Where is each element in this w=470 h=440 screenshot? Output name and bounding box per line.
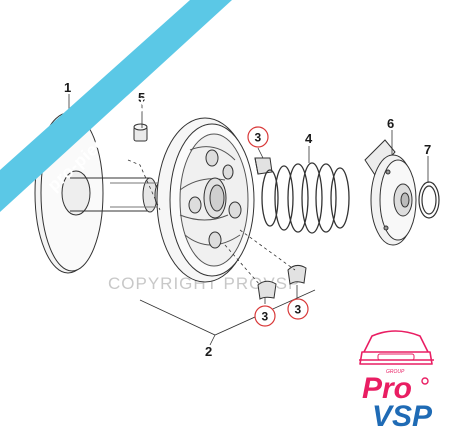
part-7-circlip	[419, 182, 439, 218]
watermark-text: COPYRIGHT PROVSP	[108, 274, 300, 293]
logo-line1: Pro	[362, 372, 412, 405]
logo-line2: VSP	[372, 400, 433, 433]
callout-7-text: 7	[424, 142, 431, 157]
callout-2: 2	[205, 344, 212, 359]
part-5-bushing	[134, 124, 147, 141]
callout-6: 6	[387, 116, 394, 131]
callout-3-top-text: 3	[255, 131, 262, 145]
part-3-slider-top	[255, 158, 272, 174]
car-outline-icon	[359, 330, 434, 365]
banner-stripe	[0, 0, 232, 212]
copyright-watermark: COPYRIGHT PROVSP	[108, 274, 300, 293]
leader-lines	[68, 94, 429, 346]
callout-3-bottom-right-text: 3	[295, 303, 302, 317]
callout-5: 5	[138, 90, 145, 105]
registered-mark	[421, 377, 429, 385]
callout-ring	[247, 126, 269, 148]
part-2-variator-assembly	[157, 118, 254, 282]
callout-6-text: 6	[387, 116, 394, 131]
callout-3-bottom-left: 3	[254, 305, 276, 327]
provsp-logo: GROUP Pro VSP	[359, 330, 434, 433]
callout-ring	[287, 298, 309, 320]
callout-3-bottom-left-text: 3	[262, 310, 269, 324]
part-3-slider-bottom-left	[258, 281, 276, 299]
callout-5-text: 5	[138, 90, 145, 105]
part-4-spring	[262, 163, 349, 233]
callout-1-text: 1	[64, 80, 71, 95]
callout-4: 4	[305, 131, 313, 146]
logo-group-text: GROUP	[386, 369, 405, 375]
callout-2-text: 2	[205, 344, 212, 359]
callout-7: 7	[424, 142, 431, 157]
part-3-slider-bottom-right	[288, 265, 306, 284]
part-6-rear-plate	[365, 140, 416, 245]
callout-3-top: 3	[247, 126, 269, 148]
callout-3-bottom-right: 3	[287, 298, 309, 320]
callout-1: 1	[64, 80, 71, 95]
callout-4-text: 4	[305, 131, 313, 146]
callout-ring	[254, 305, 276, 327]
